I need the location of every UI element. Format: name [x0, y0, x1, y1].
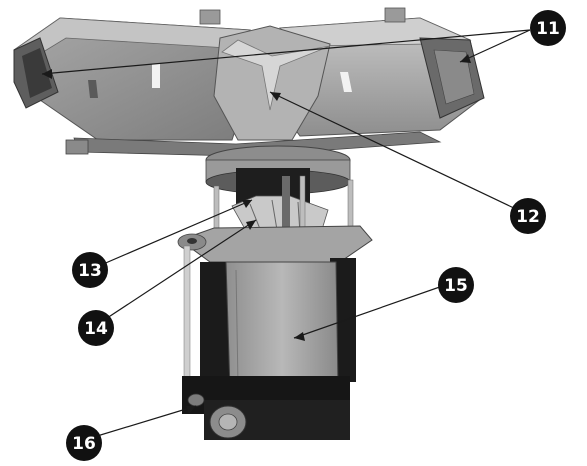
mounting-plate: [177, 225, 373, 263]
leader-15: [293, 281, 455, 339]
arrowhead-12: [270, 92, 281, 101]
arrowhead-16: [186, 406, 196, 414]
motor-seam: [235, 269, 239, 385]
leader-13: [93, 199, 253, 269]
housing-right-outlet-inner: [433, 49, 475, 105]
housing-slot-3: [88, 80, 98, 98]
callout-marker-icon: [66, 425, 102, 461]
mounting-plate-lug-hole: [187, 238, 197, 244]
housing-hub-star-ridge: [221, 39, 331, 111]
callout-label: 12: [516, 207, 540, 227]
callout-14: 14: [78, 310, 114, 346]
bearing-inner: [218, 413, 238, 431]
callout-label: 14: [84, 319, 108, 339]
housing-slot-1: [152, 64, 160, 88]
callout-16: 16: [66, 425, 102, 461]
callout-15: 15: [438, 267, 474, 303]
top-duct-housing: [13, 7, 485, 157]
callout-marker-icon: [72, 252, 108, 288]
callout-12: 12: [510, 198, 546, 234]
leader-11a: [41, 29, 531, 75]
mounting-tab-top-left: [199, 9, 221, 25]
callout-label: 13: [78, 261, 102, 281]
leader-lines: [41, 29, 531, 441]
motor-assembly: [182, 245, 356, 440]
mounting-tab-left: [65, 139, 89, 155]
housing-left-outlet-inner: [22, 48, 52, 98]
arrowhead-11a: [42, 69, 52, 79]
housing-bottom-flange: [73, 131, 442, 157]
mounting-plate-top: [178, 225, 373, 263]
callout-marker-icon: [438, 267, 474, 303]
callout-marker-icon: [78, 310, 114, 346]
mounting-tab-top-right: [384, 7, 406, 23]
housing-slot-2: [340, 72, 352, 92]
motor-rod-left: [183, 245, 191, 397]
drive-shaft: [282, 176, 290, 236]
callout-label: 11: [536, 19, 560, 39]
callout-marker-icon: [510, 198, 546, 234]
leader-12: [269, 91, 519, 211]
motor-stator-body: [225, 261, 339, 391]
gear-bearing: [187, 393, 247, 439]
callout-label: 16: [72, 434, 96, 454]
leader-16: [83, 405, 197, 441]
arrowhead-13: [242, 200, 252, 208]
arrowhead-14: [246, 220, 256, 230]
bearing-small: [187, 393, 205, 407]
callout-marker-icon: [530, 10, 566, 46]
leader-11b: [459, 29, 531, 63]
arrowhead-11b: [460, 54, 471, 63]
leader-14: [97, 219, 257, 325]
callout-11: 11: [530, 10, 566, 46]
arrowhead-15: [294, 332, 305, 341]
callout-label: 15: [444, 276, 468, 296]
callout-13: 13: [72, 252, 108, 288]
